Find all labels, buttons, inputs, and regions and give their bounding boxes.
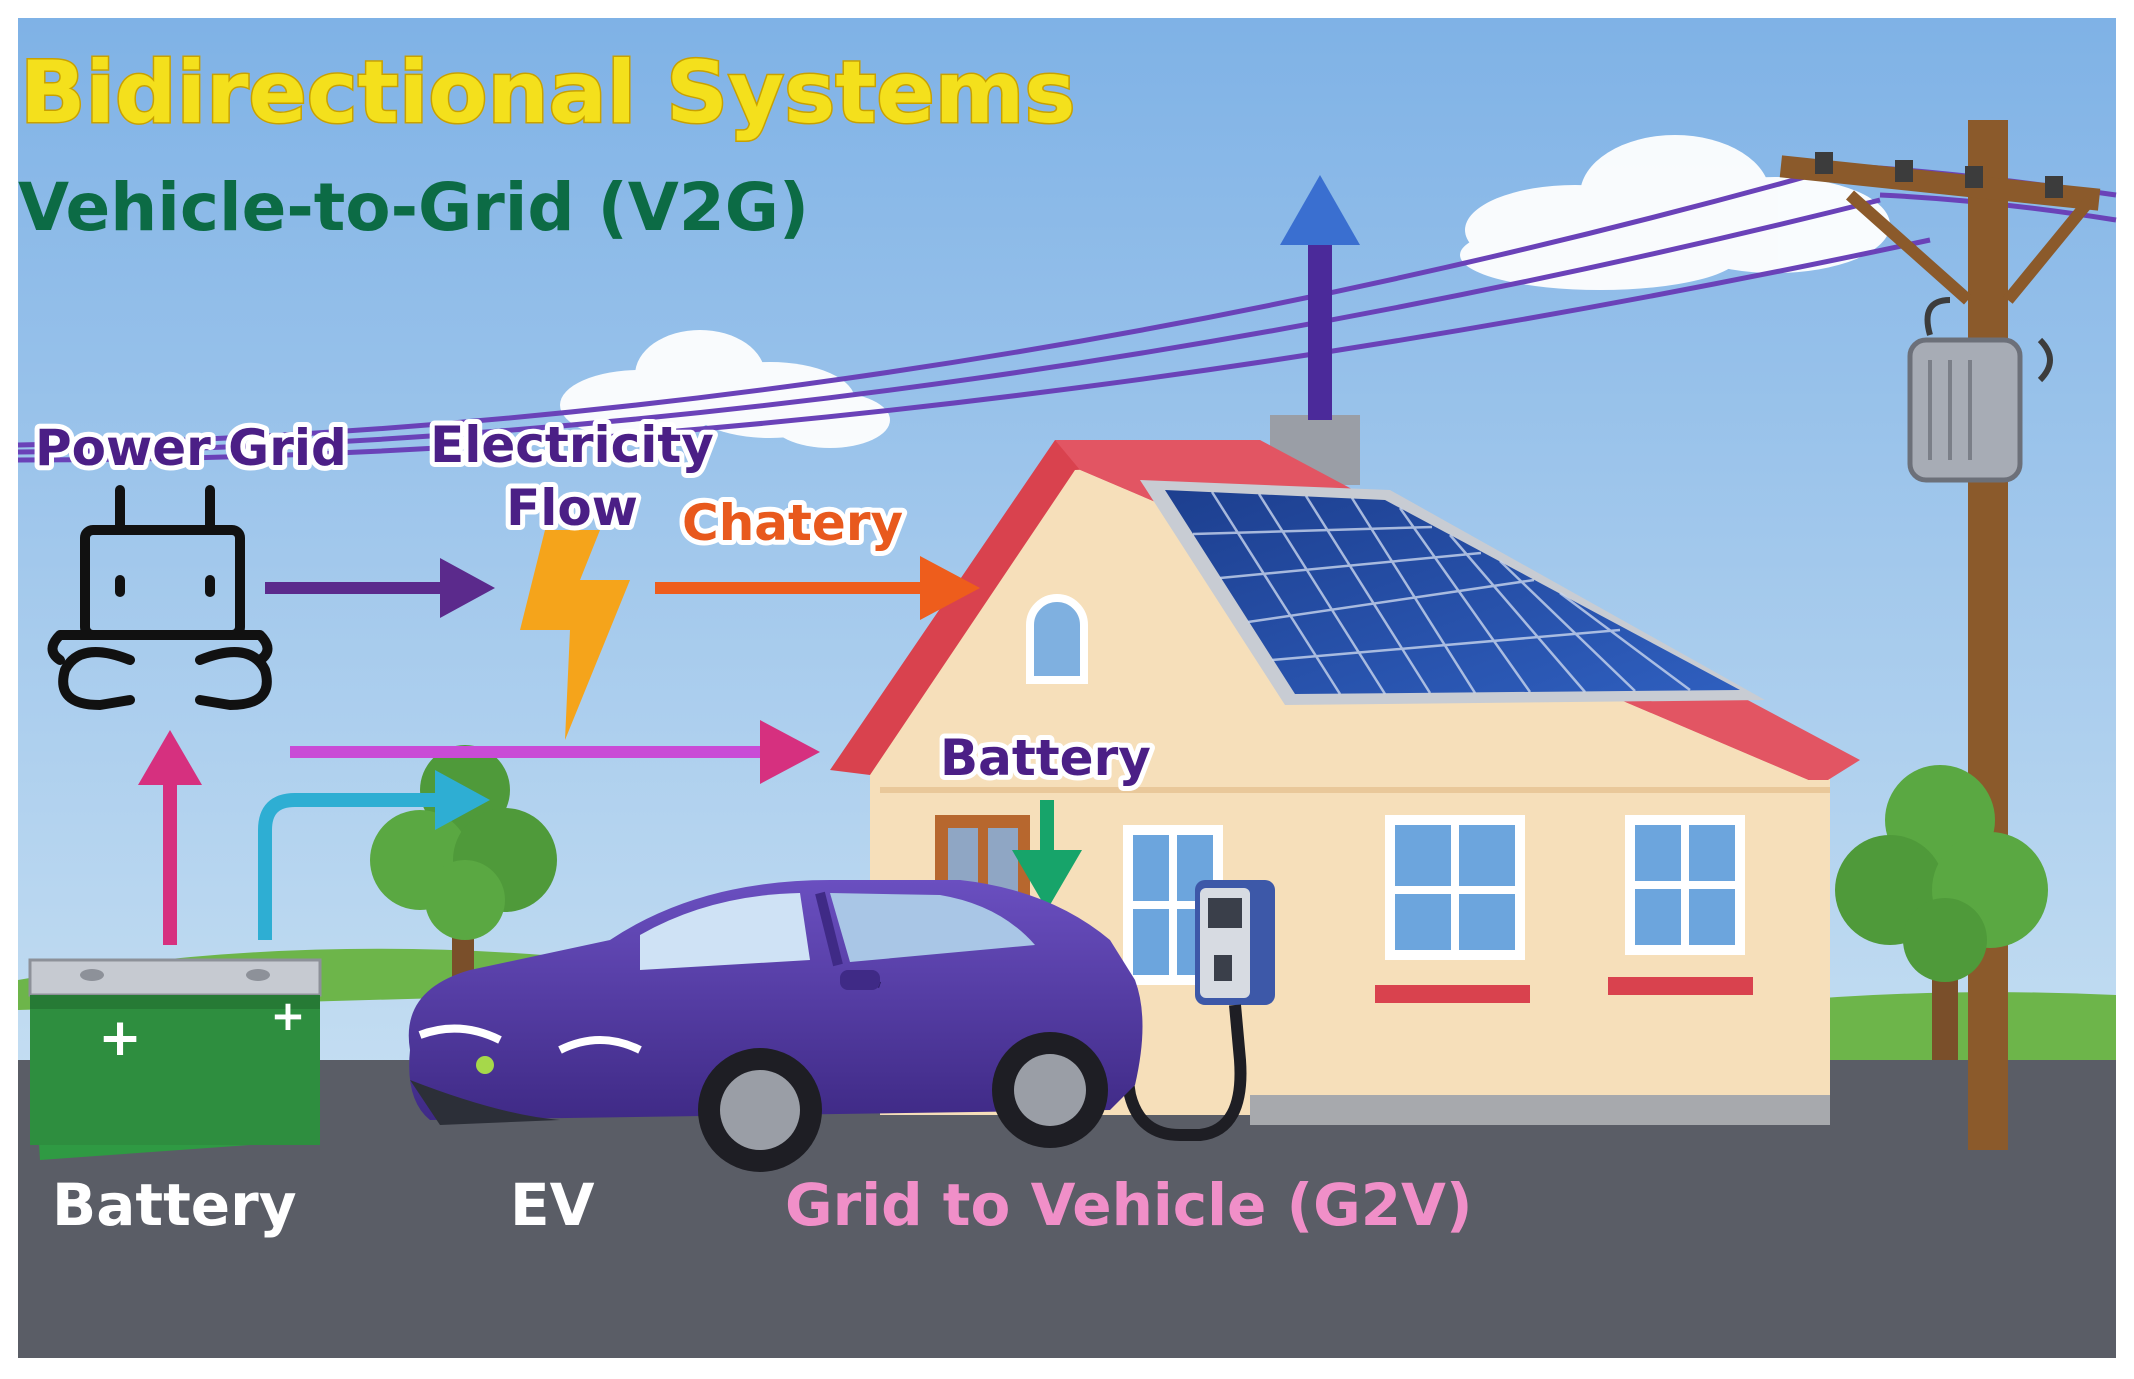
utility-pole-icon <box>1779 120 2101 1150</box>
label-electricity-flow-line1: Electricity <box>430 416 714 474</box>
ev-charger-icon <box>1114 880 1275 1141</box>
svg-text:+: + <box>270 991 305 1040</box>
transformer-icon <box>1907 297 2053 483</box>
label-electricity-flow-line2: Flow <box>506 479 638 537</box>
solar-panel-icon <box>1140 480 1765 705</box>
label-g2v: Grid to Vehicle (G2V) <box>785 1171 1472 1239</box>
label-battery: Battery <box>52 1171 297 1239</box>
page-title: Bidirectional Systems <box>20 43 1076 143</box>
label-ev: EV <box>510 1171 595 1239</box>
electric-car-icon <box>408 880 1143 1172</box>
svg-text:+: + <box>98 1008 142 1068</box>
tree-icon <box>1835 765 2048 1060</box>
label-chatery: Chatery <box>682 494 903 552</box>
battery-icon: + + <box>28 958 322 1160</box>
lightning-bolt-icon <box>520 530 630 740</box>
power-plug-icon <box>47 485 273 710</box>
arrow-battery-to-ev <box>258 793 440 940</box>
arrow-antenna-up <box>1280 175 1360 420</box>
label-house-battery: Battery <box>940 729 1151 787</box>
label-power-grid: Power Grid <box>35 419 347 477</box>
page-subtitle: Vehicle-to-Grid (V2G) <box>18 169 809 246</box>
flow-arrows <box>138 556 1082 945</box>
